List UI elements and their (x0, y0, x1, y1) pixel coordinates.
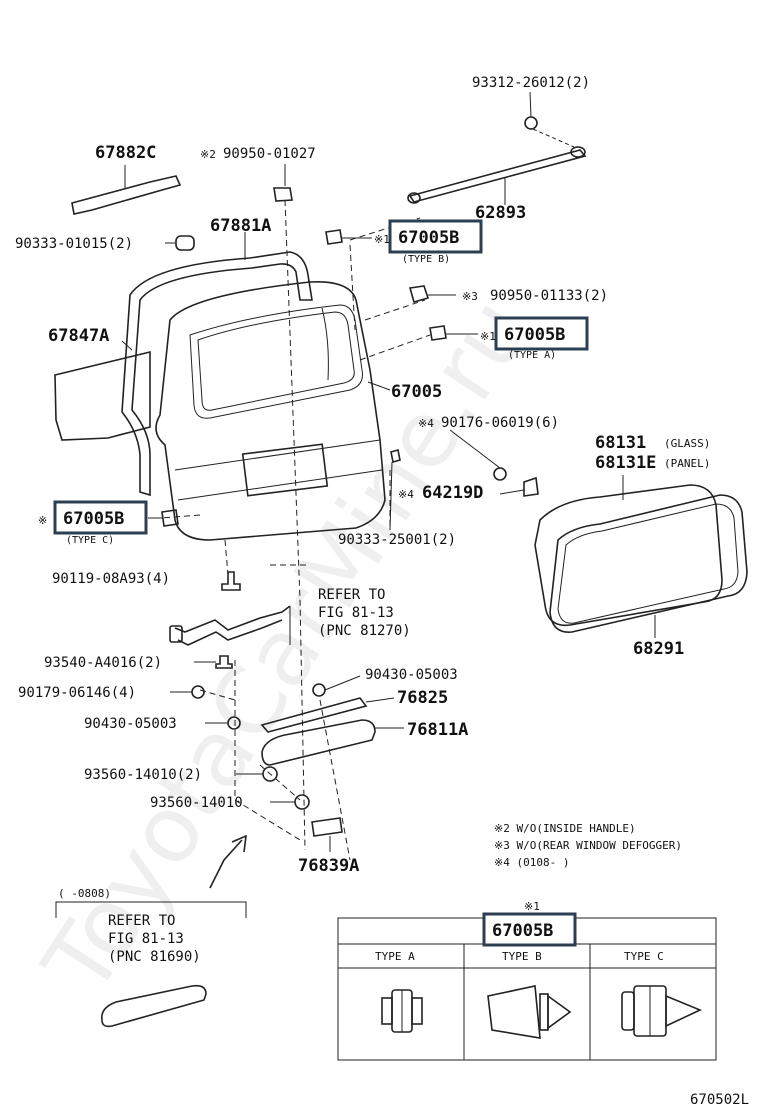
clip-90950-01133-icon (408, 285, 430, 303)
label-76825: 76825 (397, 688, 448, 708)
type-b-clip-icon (487, 985, 572, 1039)
type-a-clip-icon (381, 989, 423, 1033)
label-90950-01027: 90950-01027 (223, 146, 316, 162)
socket-76839a-icon (311, 817, 343, 837)
refer2-line2: FIG 81-13 (108, 931, 184, 947)
mark-90950-01027: ※2 (200, 148, 216, 161)
type-67005b-left: (TYPE C) (66, 535, 114, 546)
note-2: ※2 W/O(INSIDE HANDLE) (494, 822, 636, 835)
mark-90950-01133: ※3 (462, 290, 478, 303)
type-67005b-mid: (TYPE A) (508, 350, 556, 361)
type-a-header: TYPE A (375, 950, 415, 963)
label-62893: 62893 (475, 203, 526, 223)
refer1-line1: REFER TO (318, 587, 385, 603)
part-68291-shape (549, 494, 748, 633)
cap-90333-01015-icon (175, 235, 195, 251)
label-76811a: 76811A (407, 720, 468, 740)
bolt-90119-icon (221, 571, 241, 591)
highlight-67005b-left (53, 500, 148, 535)
type-67005b-top: (TYPE B) (402, 254, 450, 265)
label-67005: 67005 (391, 382, 442, 402)
label-93560-14010-a: 93560-14010(2) (84, 767, 202, 783)
part-67847a-shape (54, 350, 151, 441)
part-67005-shape (155, 281, 386, 541)
bolt-93540-icon (215, 655, 233, 669)
label-67005b-top: 67005B (398, 228, 459, 248)
refer2-line3: (PNC 81690) (108, 949, 201, 965)
part-68131-shape (534, 484, 723, 627)
type-table-part: 67005B (492, 921, 553, 941)
mark-67005b-top: ※1 (374, 233, 390, 246)
type-c-clip-icon (621, 985, 702, 1037)
part-76825-shape (260, 697, 368, 733)
part-76811-lower-shape (100, 984, 207, 1028)
label-90430-05003-a: 90430-05003 (365, 667, 458, 683)
label-68291: 68291 (633, 639, 684, 659)
part-76811a-shape (261, 719, 376, 766)
refer-arrow-icon (209, 834, 247, 889)
label-76839a: 76839A (298, 856, 359, 876)
clip-67005b-mid-icon (429, 325, 447, 341)
label-67005b-mid: 67005B (504, 325, 565, 345)
clip-90950-01027-icon (273, 187, 293, 202)
bolt-93312-icon (524, 116, 538, 130)
label-67881a: 67881A (210, 216, 271, 236)
note-68131: (GLASS) (664, 437, 710, 450)
refer2-line1: REFER TO (108, 913, 175, 929)
part-67882c-shape (71, 175, 182, 215)
label-64219d: 64219D (422, 483, 483, 503)
label-90950-01133: 90950-01133(2) (490, 288, 608, 304)
label-93540-a4016: 93540-A4016(2) (44, 655, 162, 671)
highlight-67005b-top (388, 219, 483, 254)
label-67005b-left: 67005B (63, 509, 124, 529)
clip-90333-25001-icon (390, 448, 401, 464)
highlight-67005b-table (482, 912, 577, 947)
label-68131: 68131 (595, 433, 646, 453)
note-4: ※4 (0108- ) (494, 856, 569, 869)
clip-67005b-left-icon (161, 509, 179, 527)
mark-67005b-mid: ※1 (480, 330, 496, 343)
part-64219d-shape (523, 476, 539, 497)
clip-67005b-top-icon (325, 229, 343, 245)
label-67882c: 67882C (95, 143, 156, 163)
note-3: ※3 W/O(REAR WINDOW DEFOGGER) (494, 839, 682, 852)
refer1-line2: FIG 81-13 (318, 605, 394, 621)
figure-code: 670502L (690, 1092, 749, 1108)
type-c-header: TYPE C (624, 950, 664, 963)
bulb-93560-b-icon (294, 794, 310, 810)
label-90119-08a93: 90119-08A93(4) (52, 571, 170, 587)
wire-harness-shape (174, 605, 291, 646)
nut-90176-icon (493, 467, 507, 481)
type-table-mark: ※1 (524, 900, 540, 913)
part-62893-shape (408, 149, 587, 203)
type-b-header: TYPE B (502, 950, 542, 963)
label-93312-26012: 93312-26012(2) (472, 75, 590, 91)
label-67847a: 67847A (48, 326, 109, 346)
part-67881a-shape (121, 251, 313, 497)
label-90179-06146: 90179-06146(4) (18, 685, 136, 701)
label-90333-25001: 90333-25001(2) (338, 532, 456, 548)
mark-64219d: ※4 (398, 488, 414, 501)
label-90430-05003-b: 90430-05003 (84, 716, 177, 732)
label-68131e: 68131E (595, 453, 656, 473)
bracket-range: ( -0808) (58, 887, 111, 900)
label-90176-06019: 90176-06019(6) (441, 415, 559, 431)
mark-67005b-left: ※ (38, 514, 47, 527)
label-90333-01015: 90333-01015(2) (15, 236, 133, 252)
mark-90176: ※4 (418, 417, 434, 430)
refer1-line3: (PNC 81270) (318, 623, 411, 639)
label-93560-14010-b: 93560-14010 (150, 795, 243, 811)
note-68131e: (PANEL) (664, 457, 710, 470)
highlight-67005b-mid (494, 316, 589, 351)
watermark: ToyotaCarMine.ru (23, 280, 551, 1013)
